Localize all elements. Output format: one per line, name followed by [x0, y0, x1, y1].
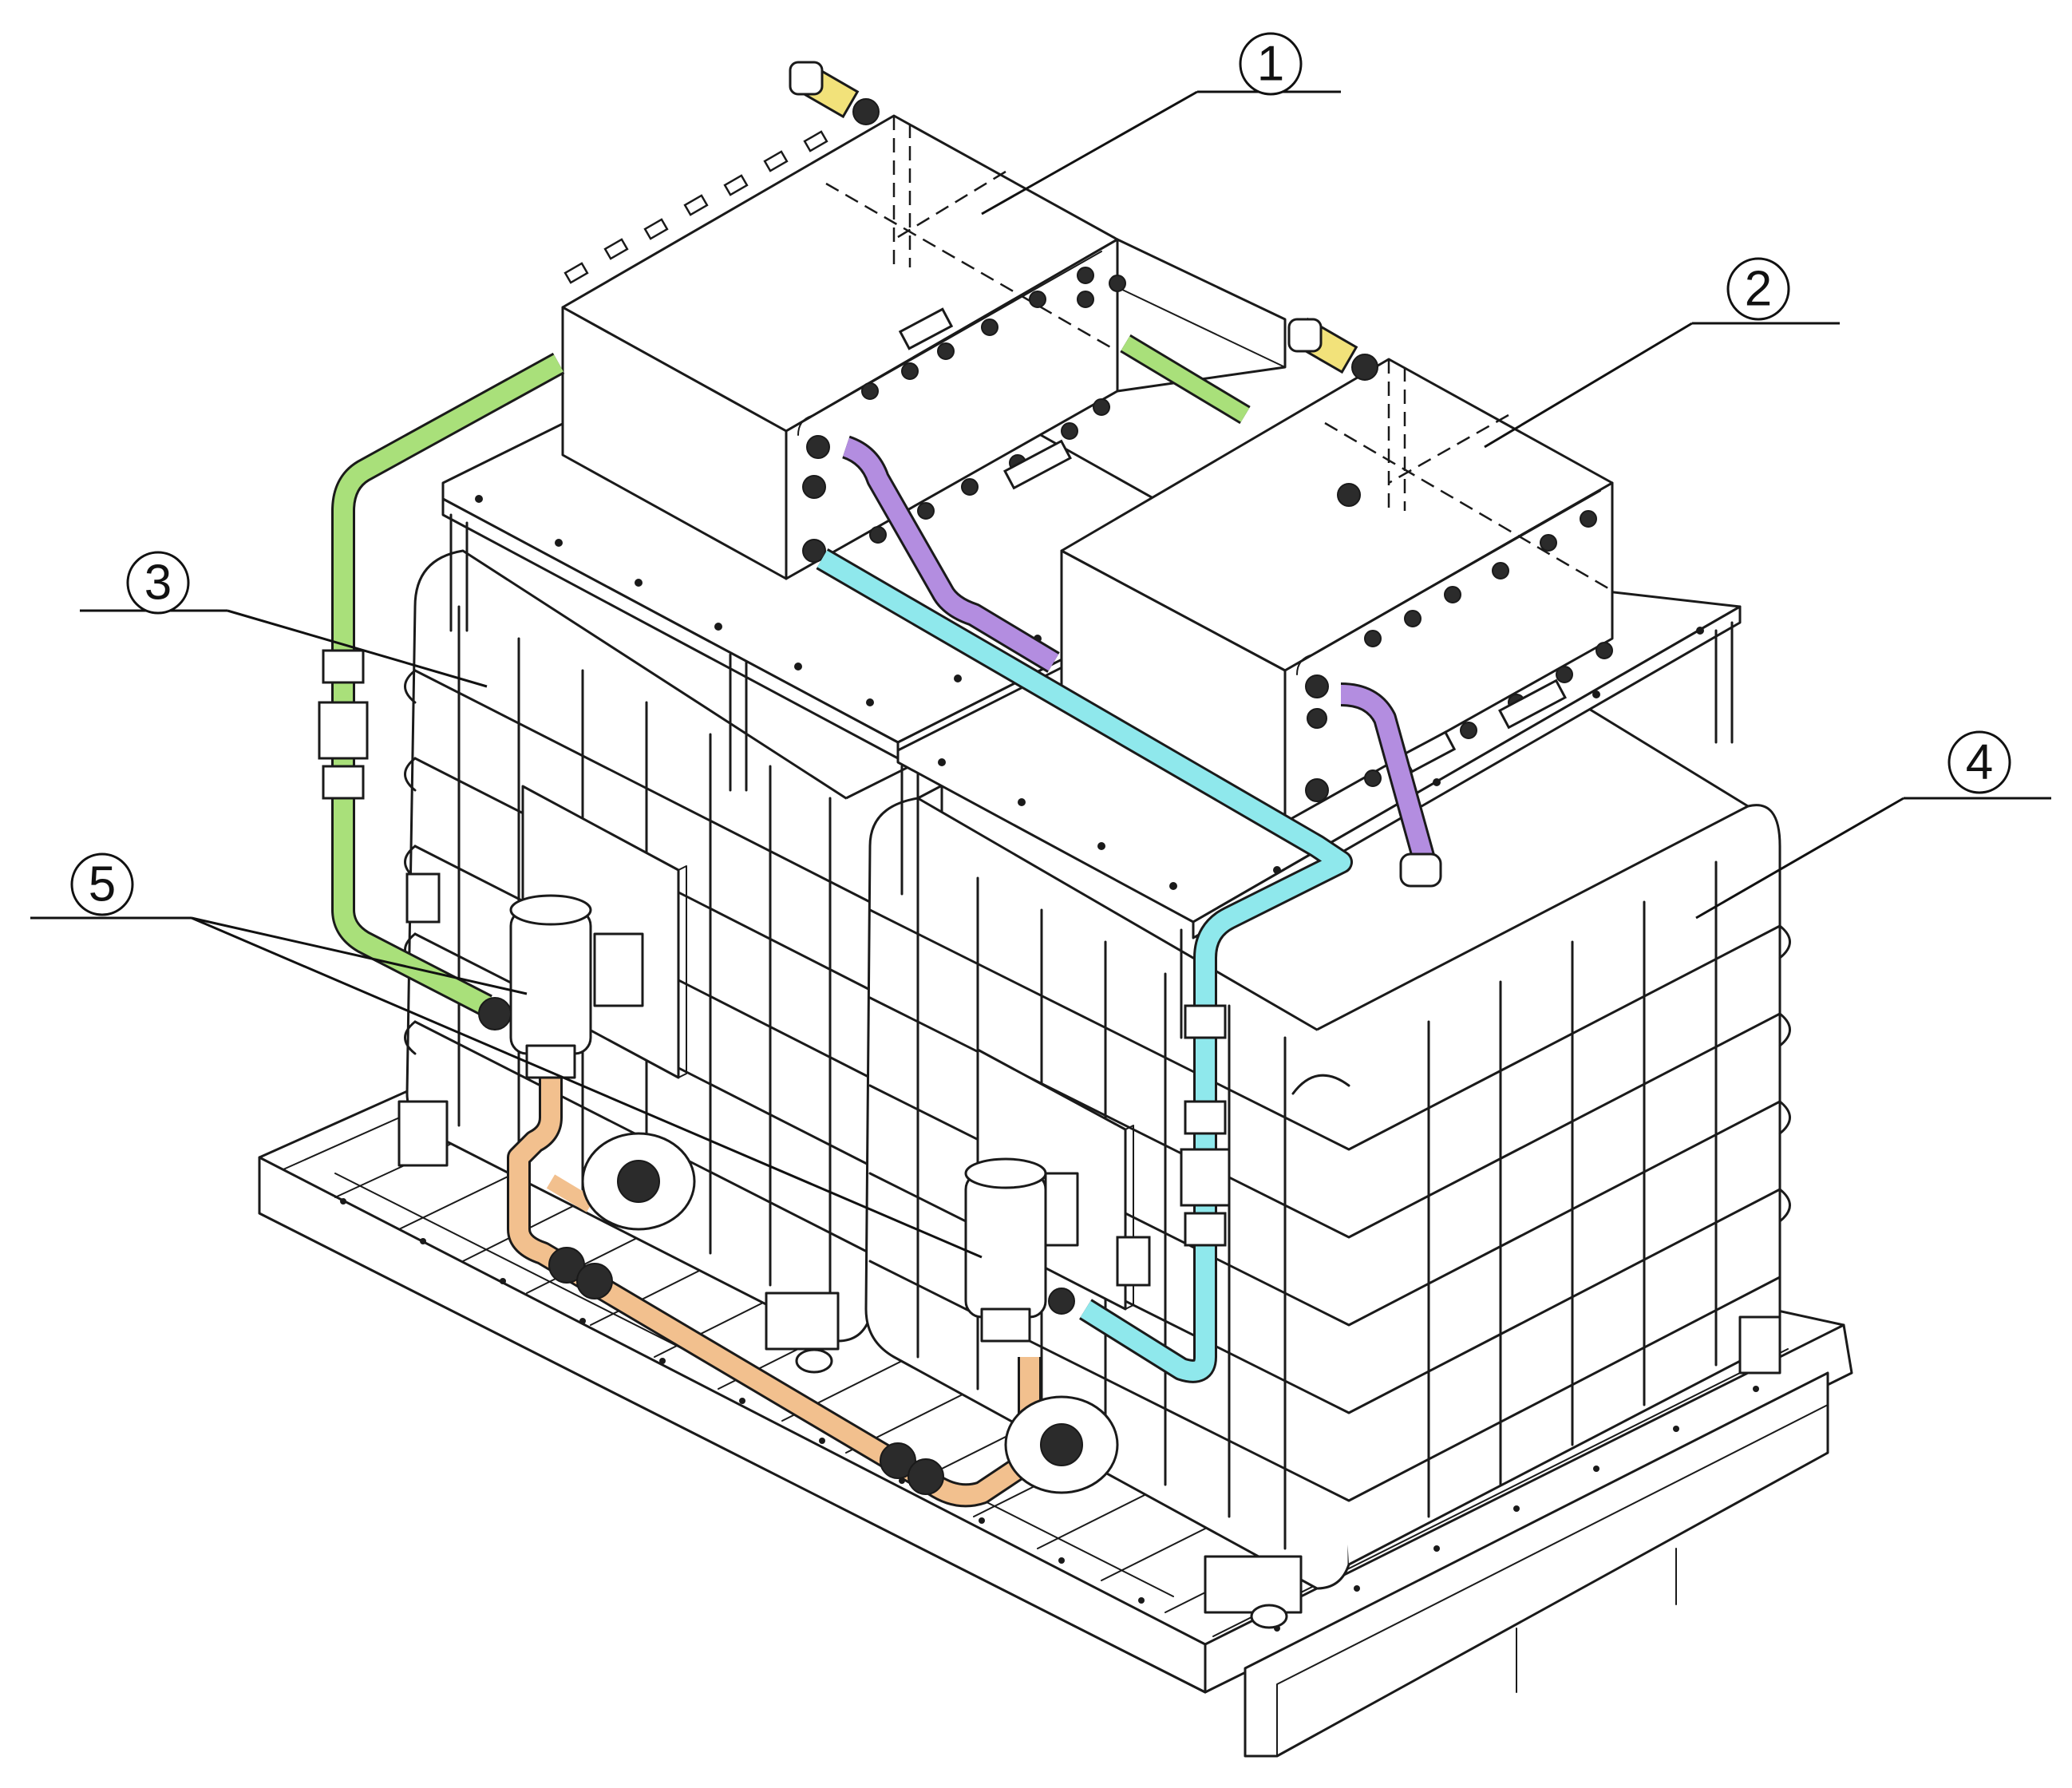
module-2-nozzles: [1305, 510, 1613, 802]
module-1-nozzles: [563, 130, 1126, 563]
piping: [318, 334, 1442, 1508]
pump-left: [478, 894, 696, 1231]
left-tank-cage: [404, 605, 872, 1319]
callout-2-label: 2: [1745, 262, 1772, 317]
callout-3: 3: [80, 551, 488, 688]
right-tank-cage: [868, 845, 1791, 1550]
callout-4-label: 4: [1966, 735, 1993, 790]
callout-2: 2: [1484, 257, 1840, 449]
callout-1: 1: [981, 32, 1341, 216]
callout-3-label: 3: [144, 556, 172, 611]
pump-right: [964, 1157, 1119, 1494]
callout-4: 4: [1695, 730, 2051, 920]
callout-1-label: 1: [1257, 37, 1284, 92]
pumps: [478, 894, 1119, 1494]
module-2: [1060, 317, 1614, 824]
callout-5-label: 5: [89, 857, 116, 912]
module-1: [561, 61, 1287, 580]
callout-5: 5: [30, 852, 983, 1259]
